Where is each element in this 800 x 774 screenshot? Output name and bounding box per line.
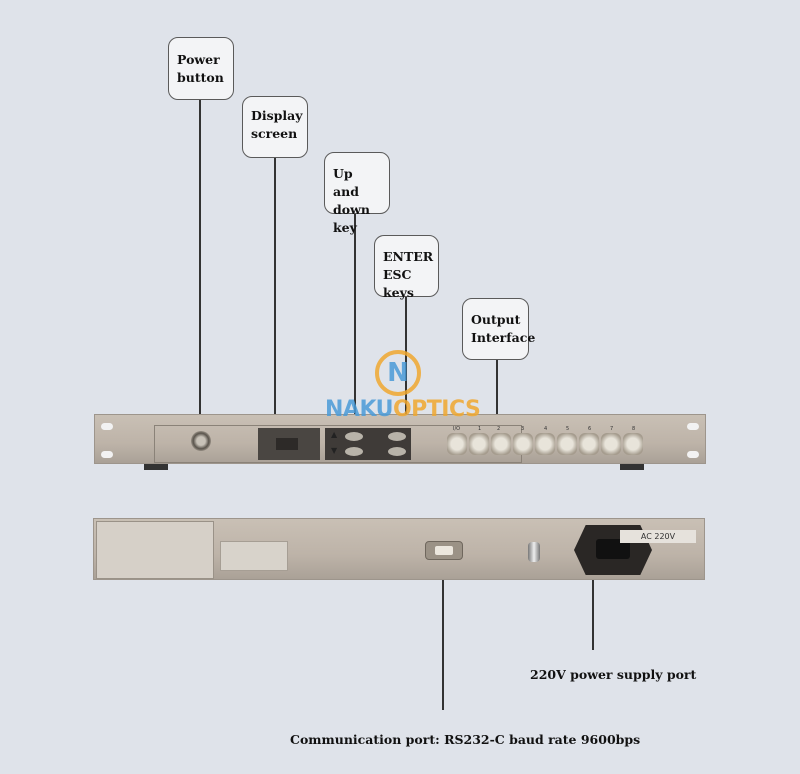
port-label: 5 — [566, 426, 570, 432]
leader-comm — [442, 555, 444, 710]
down-arrow-icon: ▼ — [331, 446, 338, 455]
up-arrow-icon: ▲ — [331, 430, 338, 439]
port-label: 7 — [610, 426, 614, 432]
spec-label-table — [96, 521, 214, 579]
rs232-port[interactable] — [425, 541, 463, 560]
port-1[interactable] — [469, 433, 489, 455]
rack-ear-hole — [687, 451, 699, 458]
port-label: 2 — [497, 426, 501, 432]
rack-ear-hole — [101, 423, 113, 430]
port-io[interactable] — [447, 433, 467, 455]
rack-ear-hole — [687, 423, 699, 430]
port-8[interactable] — [623, 433, 643, 455]
logo-letter: N — [387, 358, 409, 388]
port-2[interactable] — [491, 433, 511, 455]
port-label: 3 — [521, 426, 525, 432]
enter-key[interactable] — [388, 432, 406, 441]
power-button[interactable] — [191, 431, 211, 451]
port-5[interactable] — [557, 433, 577, 455]
display-screen — [258, 428, 320, 460]
watermark-optics: OPTICS — [392, 397, 481, 422]
port-3[interactable] — [513, 433, 533, 455]
logo-icon: N — [375, 350, 421, 396]
port-label: I/O — [453, 426, 461, 432]
down-key[interactable] — [345, 447, 363, 456]
voltage-label: AC 220V — [620, 530, 696, 543]
leader-updown — [354, 214, 356, 432]
rack-ear-hole — [101, 451, 113, 458]
port-label: 4 — [544, 426, 548, 432]
port-4[interactable] — [535, 433, 555, 455]
info-sticker — [220, 541, 288, 571]
rear-panel: AC 220V — [93, 518, 705, 580]
port-label: 6 — [588, 426, 592, 432]
port-7[interactable] — [601, 433, 621, 455]
port-label: 8 — [632, 426, 636, 432]
callout-enter-esc-keys: ENTER ESC keys — [374, 235, 439, 300]
callout-power-button: Power button — [168, 37, 234, 100]
up-key[interactable] — [345, 432, 363, 441]
callout-display-screen: Display screen — [242, 96, 308, 158]
callout-up-down-key: Up and down key — [324, 152, 390, 235]
port-6[interactable] — [579, 433, 599, 455]
watermark-naku: NAKU — [325, 397, 393, 422]
rack-foot — [144, 464, 168, 470]
leader-power-port — [592, 550, 594, 650]
leader-display — [274, 158, 276, 440]
leader-output — [496, 360, 498, 440]
rack-foot — [620, 464, 644, 470]
ground-terminal[interactable] — [528, 542, 540, 562]
front-panel: ▲ ▼ I/O 1 2 3 4 5 6 7 8 — [94, 414, 706, 464]
caption-power-supply-port: 220V power supply port — [530, 667, 697, 682]
watermark: NAKUOPTICS — [325, 397, 481, 422]
callout-output-interface: Output Interface — [462, 298, 535, 360]
port-label: 1 — [478, 426, 482, 432]
leader-power — [199, 100, 201, 440]
esc-key[interactable] — [388, 447, 406, 456]
caption-communication-port: Communication port: RS232-C baud rate 96… — [290, 732, 641, 747]
